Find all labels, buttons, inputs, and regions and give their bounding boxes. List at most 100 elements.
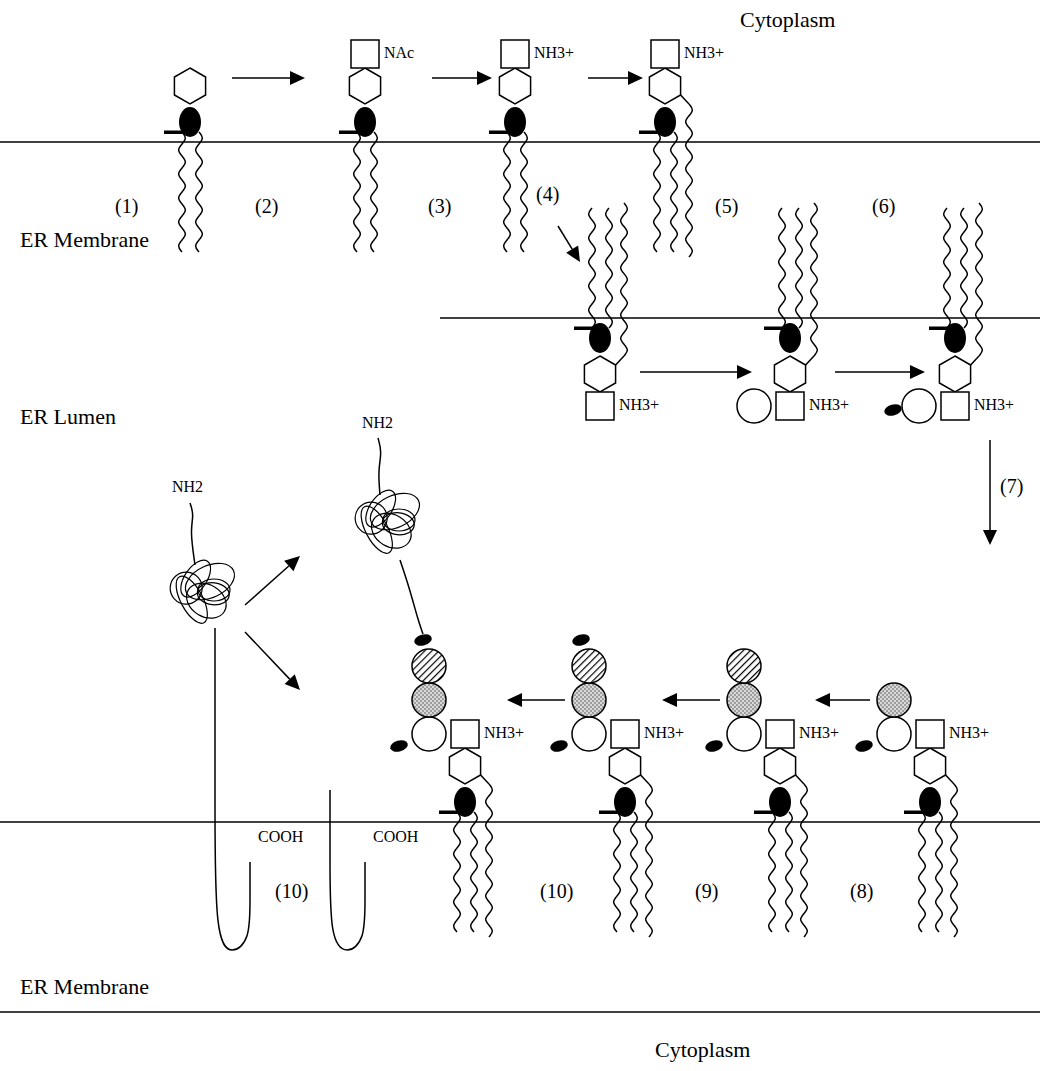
group-label: NH3+ xyxy=(534,44,574,62)
mannose-circle xyxy=(412,717,446,751)
acyl-link xyxy=(796,775,804,784)
group-label: NH3+ xyxy=(484,724,524,742)
inositol-hexagon xyxy=(609,748,640,784)
phosphate-oval xyxy=(354,107,376,137)
group-label: NH3+ xyxy=(974,396,1014,414)
acyl-link xyxy=(806,356,814,365)
step-arrow xyxy=(245,632,300,690)
arrow-head xyxy=(285,674,300,690)
membrane-line xyxy=(0,821,1040,823)
lipid-tail xyxy=(486,784,493,937)
membrane-line xyxy=(0,1011,1040,1013)
lipid-tail xyxy=(196,132,203,252)
protein-loop xyxy=(365,486,426,537)
mannose-circle xyxy=(877,683,911,717)
group-label: NH3+ xyxy=(644,724,684,742)
glucosamine-square xyxy=(916,720,944,748)
arrow-shaft xyxy=(232,77,290,79)
peptide-strand xyxy=(190,503,195,565)
phosphate-oval xyxy=(614,787,636,817)
molecules xyxy=(164,40,997,950)
arrow-shaft xyxy=(245,566,289,605)
protein-loop xyxy=(180,576,232,625)
step-number: (7) xyxy=(1000,475,1023,497)
acyl-link xyxy=(641,775,649,784)
mannose-circle xyxy=(877,717,911,751)
mannose-circle xyxy=(737,389,771,423)
protein-loop xyxy=(196,581,230,606)
region-label: ER Lumen xyxy=(20,405,116,429)
phosphate-oval xyxy=(769,787,791,817)
arrow-shaft xyxy=(830,699,870,701)
acyl-link xyxy=(681,95,689,104)
arrow-head xyxy=(628,71,643,85)
region-label: ER Membrane xyxy=(20,975,149,999)
lipid-tail xyxy=(779,208,786,328)
ethanolamine-phosphate xyxy=(413,632,433,647)
lipid-tail xyxy=(671,132,678,252)
arrow-head xyxy=(284,556,300,571)
phosphate-oval xyxy=(589,323,611,353)
mannose-circle xyxy=(727,649,761,683)
group-label: NH3+ xyxy=(809,396,849,414)
lipid-tail xyxy=(354,132,361,252)
acyl-link xyxy=(946,775,954,784)
ethanolamine-phosphate xyxy=(854,738,874,753)
lipid-tail xyxy=(606,208,613,328)
step-arrow xyxy=(507,693,565,707)
group-label: COOH xyxy=(373,828,418,846)
step-number: (9) xyxy=(695,880,718,902)
arrow-head xyxy=(566,246,580,262)
protein-loop xyxy=(180,556,241,607)
inositol-hexagon xyxy=(584,356,615,392)
glucosamine-square xyxy=(351,40,379,68)
region-label: ER Membrane xyxy=(20,228,149,252)
group-label: NH3+ xyxy=(684,44,724,62)
inositol-hexagon xyxy=(774,356,805,392)
lipid-tail xyxy=(936,812,943,932)
mannose-circle xyxy=(727,683,761,717)
step-arrow xyxy=(232,71,305,85)
step-arrow xyxy=(640,365,752,379)
lipid-tail xyxy=(589,208,596,328)
lipid-tail xyxy=(919,812,926,932)
arrow-shaft xyxy=(245,632,290,679)
step-arrow xyxy=(588,71,643,85)
inositol-hexagon xyxy=(174,68,205,104)
inositol-hexagon xyxy=(914,748,945,784)
step-number: (3) xyxy=(428,195,451,217)
lipid-tail xyxy=(646,784,653,937)
arrow-head xyxy=(290,71,305,85)
lipid-tail xyxy=(504,132,511,252)
peptide-strand xyxy=(215,628,250,950)
inositol-hexagon xyxy=(449,748,480,784)
arrow-shaft xyxy=(432,77,477,79)
arrow-shaft xyxy=(640,371,737,373)
region-label: Cytoplasm xyxy=(655,1038,750,1062)
arrow-head xyxy=(910,365,925,379)
protein-loop xyxy=(381,511,415,536)
arrow-shaft xyxy=(989,440,991,530)
protein-loop xyxy=(365,506,417,555)
glucosamine-square xyxy=(766,720,794,748)
protein-fold xyxy=(169,555,240,628)
mannose-circle xyxy=(572,683,606,717)
glucosamine-square xyxy=(451,720,479,748)
lipid-tail xyxy=(961,208,968,328)
arrow-head xyxy=(507,693,522,707)
arrow-shaft xyxy=(835,371,910,373)
phosphate-oval xyxy=(919,787,941,817)
step-arrow xyxy=(815,693,870,707)
inositol-hexagon xyxy=(349,68,380,104)
lipid-tail xyxy=(179,132,186,252)
inositol-hexagon xyxy=(649,68,680,104)
ethanolamine-phosphate xyxy=(704,738,724,753)
glucosamine-square xyxy=(611,720,639,748)
lipid-tail xyxy=(631,812,638,932)
step-arrow xyxy=(835,365,925,379)
ethanolamine-phosphate xyxy=(549,738,569,753)
step-number: (5) xyxy=(715,195,738,217)
step-arrow xyxy=(662,693,720,707)
step-arrow xyxy=(432,71,492,85)
